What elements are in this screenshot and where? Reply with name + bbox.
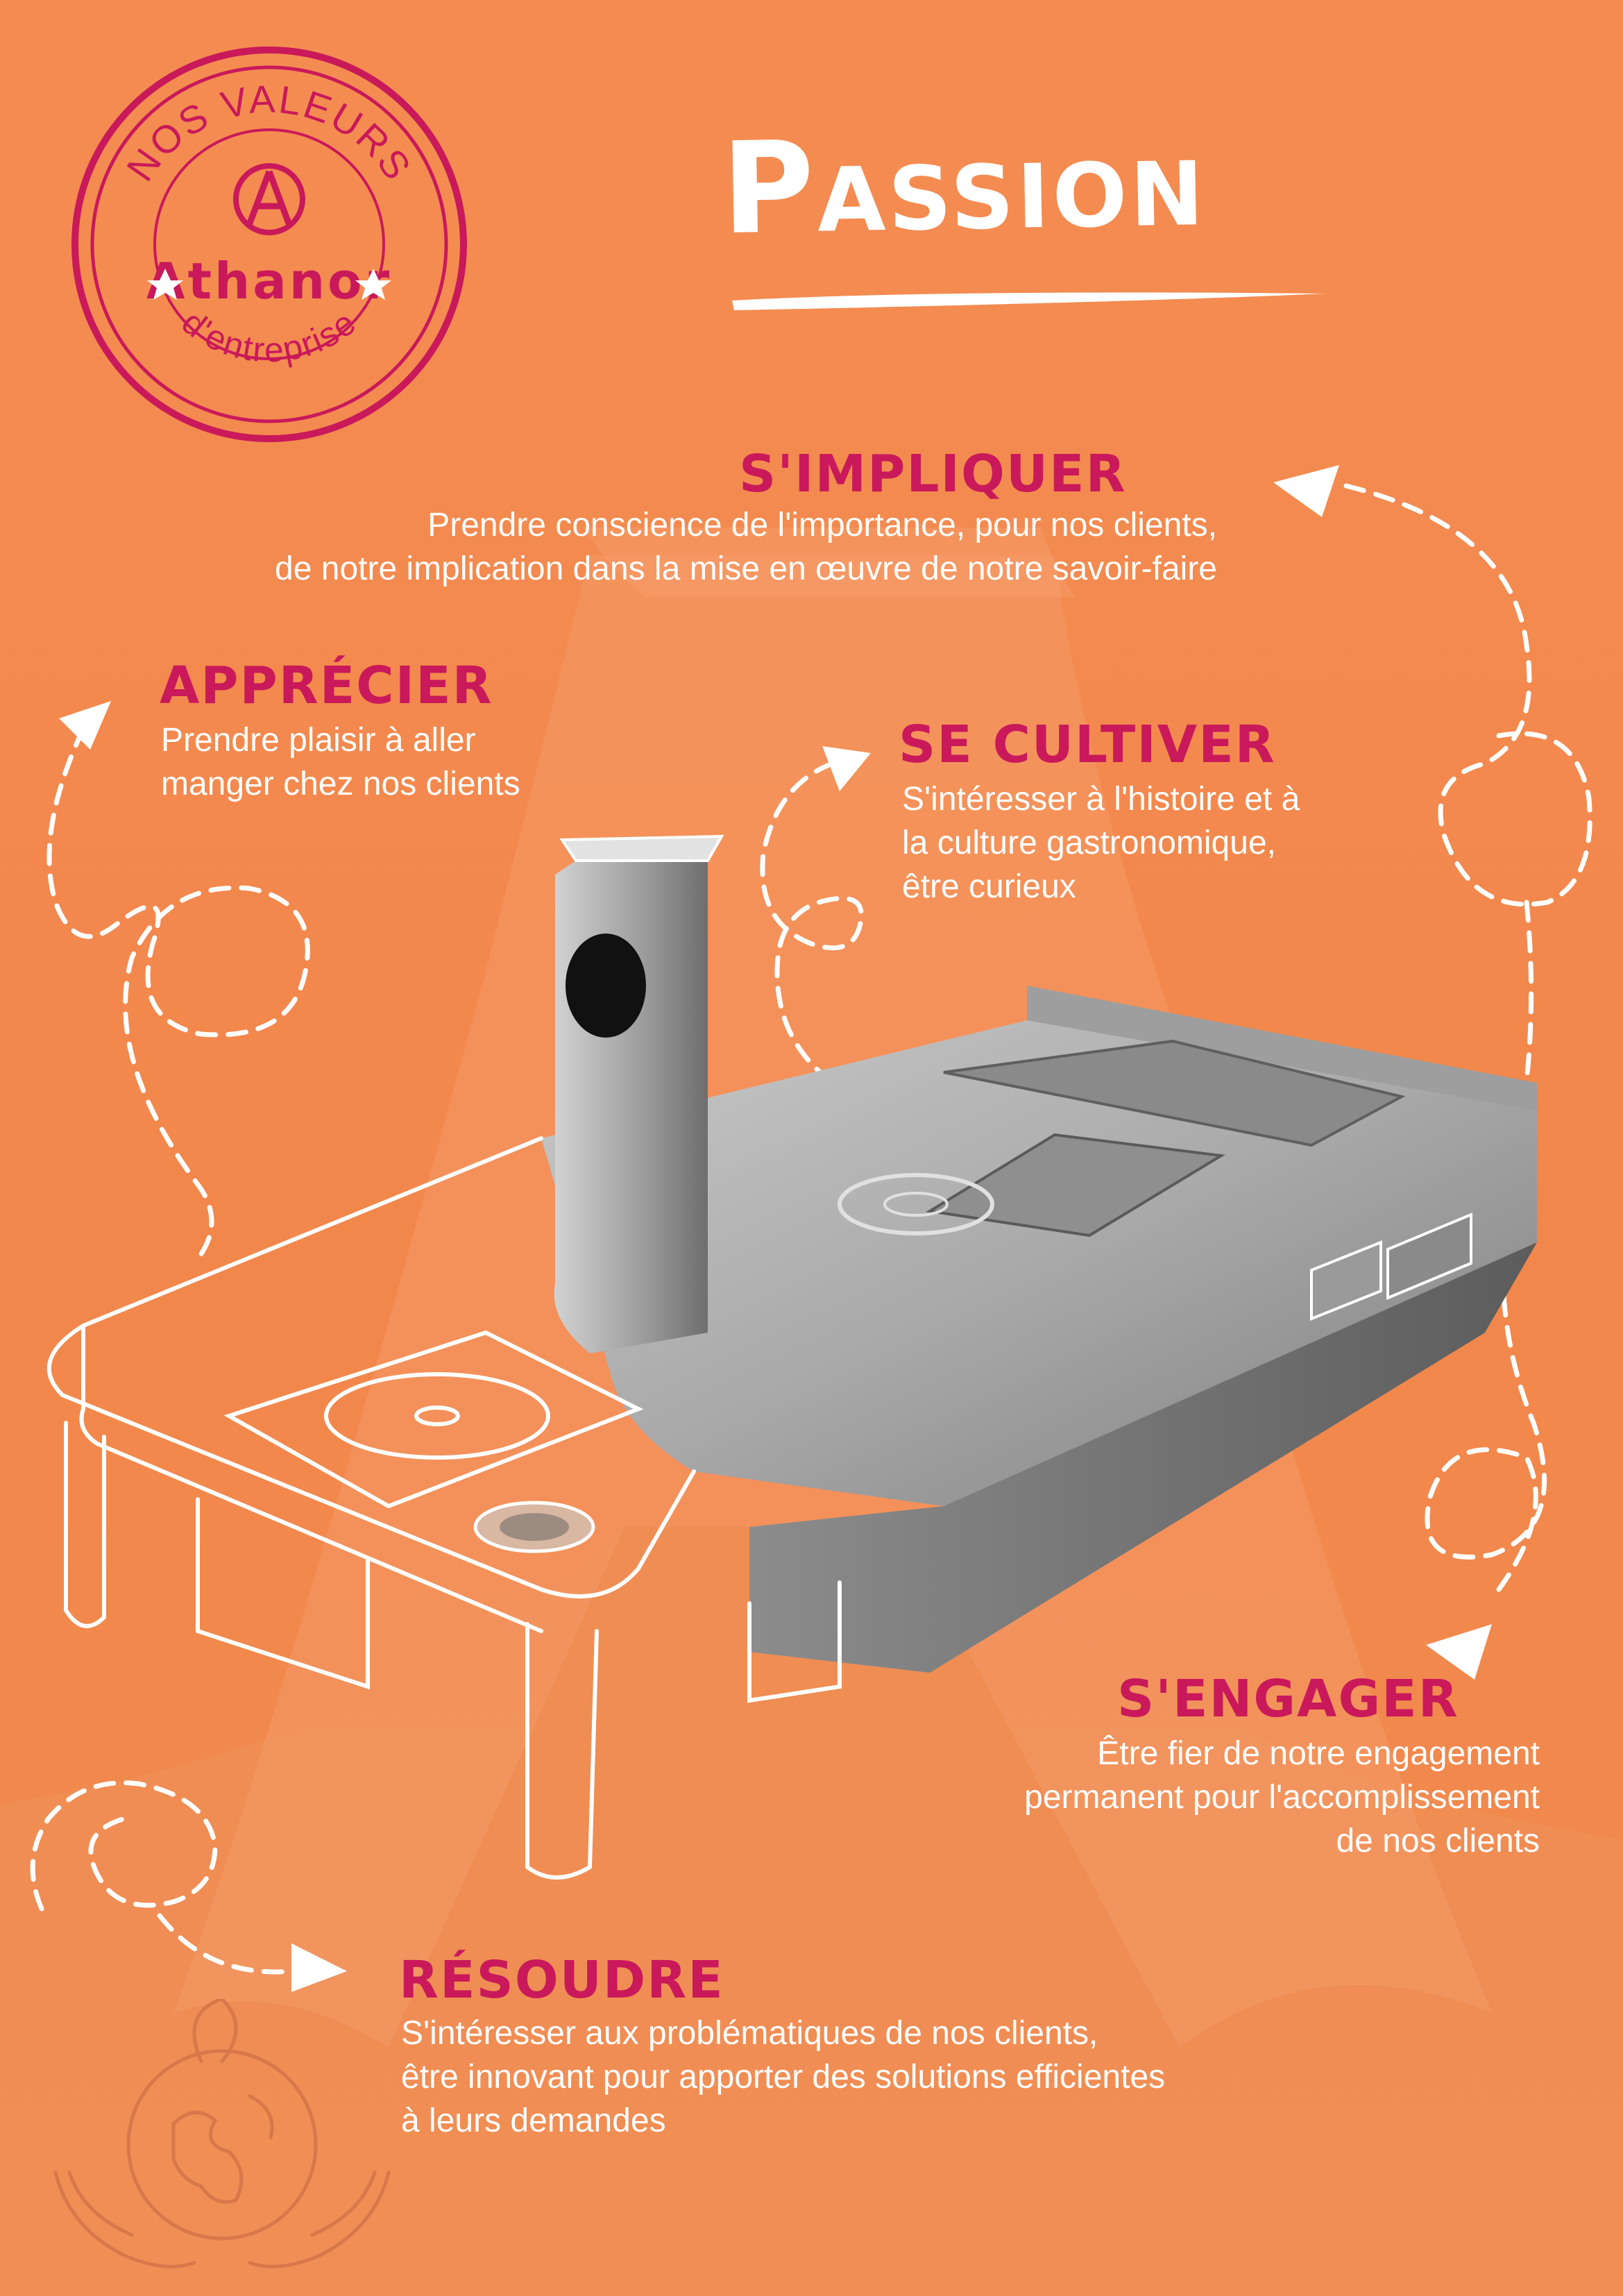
title-underline bbox=[732, 292, 1325, 310]
heading-resoudre: RÉSOUDRE bbox=[399, 1950, 724, 2010]
desc-line: Prendre conscience de l'importance, pour… bbox=[427, 507, 1217, 543]
desc-line: la culture gastronomique, bbox=[902, 825, 1276, 861]
desc-line: de notre implication dans la mise en œuv… bbox=[275, 550, 1217, 587]
desc-line: à leurs demandes bbox=[401, 2102, 666, 2139]
desc-line: de nos clients bbox=[1336, 1823, 1540, 1859]
desc-s-impliquer: Prendre conscience de l'importance, pour… bbox=[275, 503, 1217, 591]
athanor-logo-icon bbox=[233, 163, 305, 235]
desc-line: S'intéresser aux problématiques de nos c… bbox=[401, 2015, 1098, 2052]
desc-se-cultiver: S'intéresser à l'histoire et à la cultur… bbox=[902, 777, 1300, 909]
desc-line: S'intéresser à l'histoire et à bbox=[902, 781, 1300, 818]
desc-line: Être fier de notre engagement bbox=[1097, 1735, 1540, 1772]
desc-s-engager: Être fier de notre engagement permanent … bbox=[1024, 1732, 1540, 1863]
desc-line: permanent pour l'accomplissement bbox=[1024, 1779, 1540, 1816]
desc-line: manger chez nos clients bbox=[161, 766, 520, 802]
athanor-stamp-logo: NOS VALEURS d'entreprise Athanor bbox=[71, 47, 467, 442]
desc-line: être curieux bbox=[902, 868, 1076, 905]
desc-apprecier: Prendre plaisir à aller manger chez nos … bbox=[161, 718, 520, 806]
desc-line: être innovant pour apporter des solution… bbox=[401, 2059, 1166, 2095]
svg-text:Athanor: Athanor bbox=[146, 252, 392, 310]
heading-apprecier: APPRÉCIER bbox=[160, 656, 493, 716]
globe-hands-icon bbox=[53, 1999, 391, 2269]
heading-se-cultiver: SE CULTIVER bbox=[899, 715, 1276, 775]
heading-s-engager: S'ENGAGER bbox=[1117, 1669, 1459, 1729]
desc-line: Prendre plaisir à aller bbox=[161, 722, 476, 759]
heading-s-impliquer: S'IMPLIQUER bbox=[739, 444, 1127, 504]
desc-resoudre: S'intéresser aux problématiques de nos c… bbox=[401, 2011, 1165, 2143]
